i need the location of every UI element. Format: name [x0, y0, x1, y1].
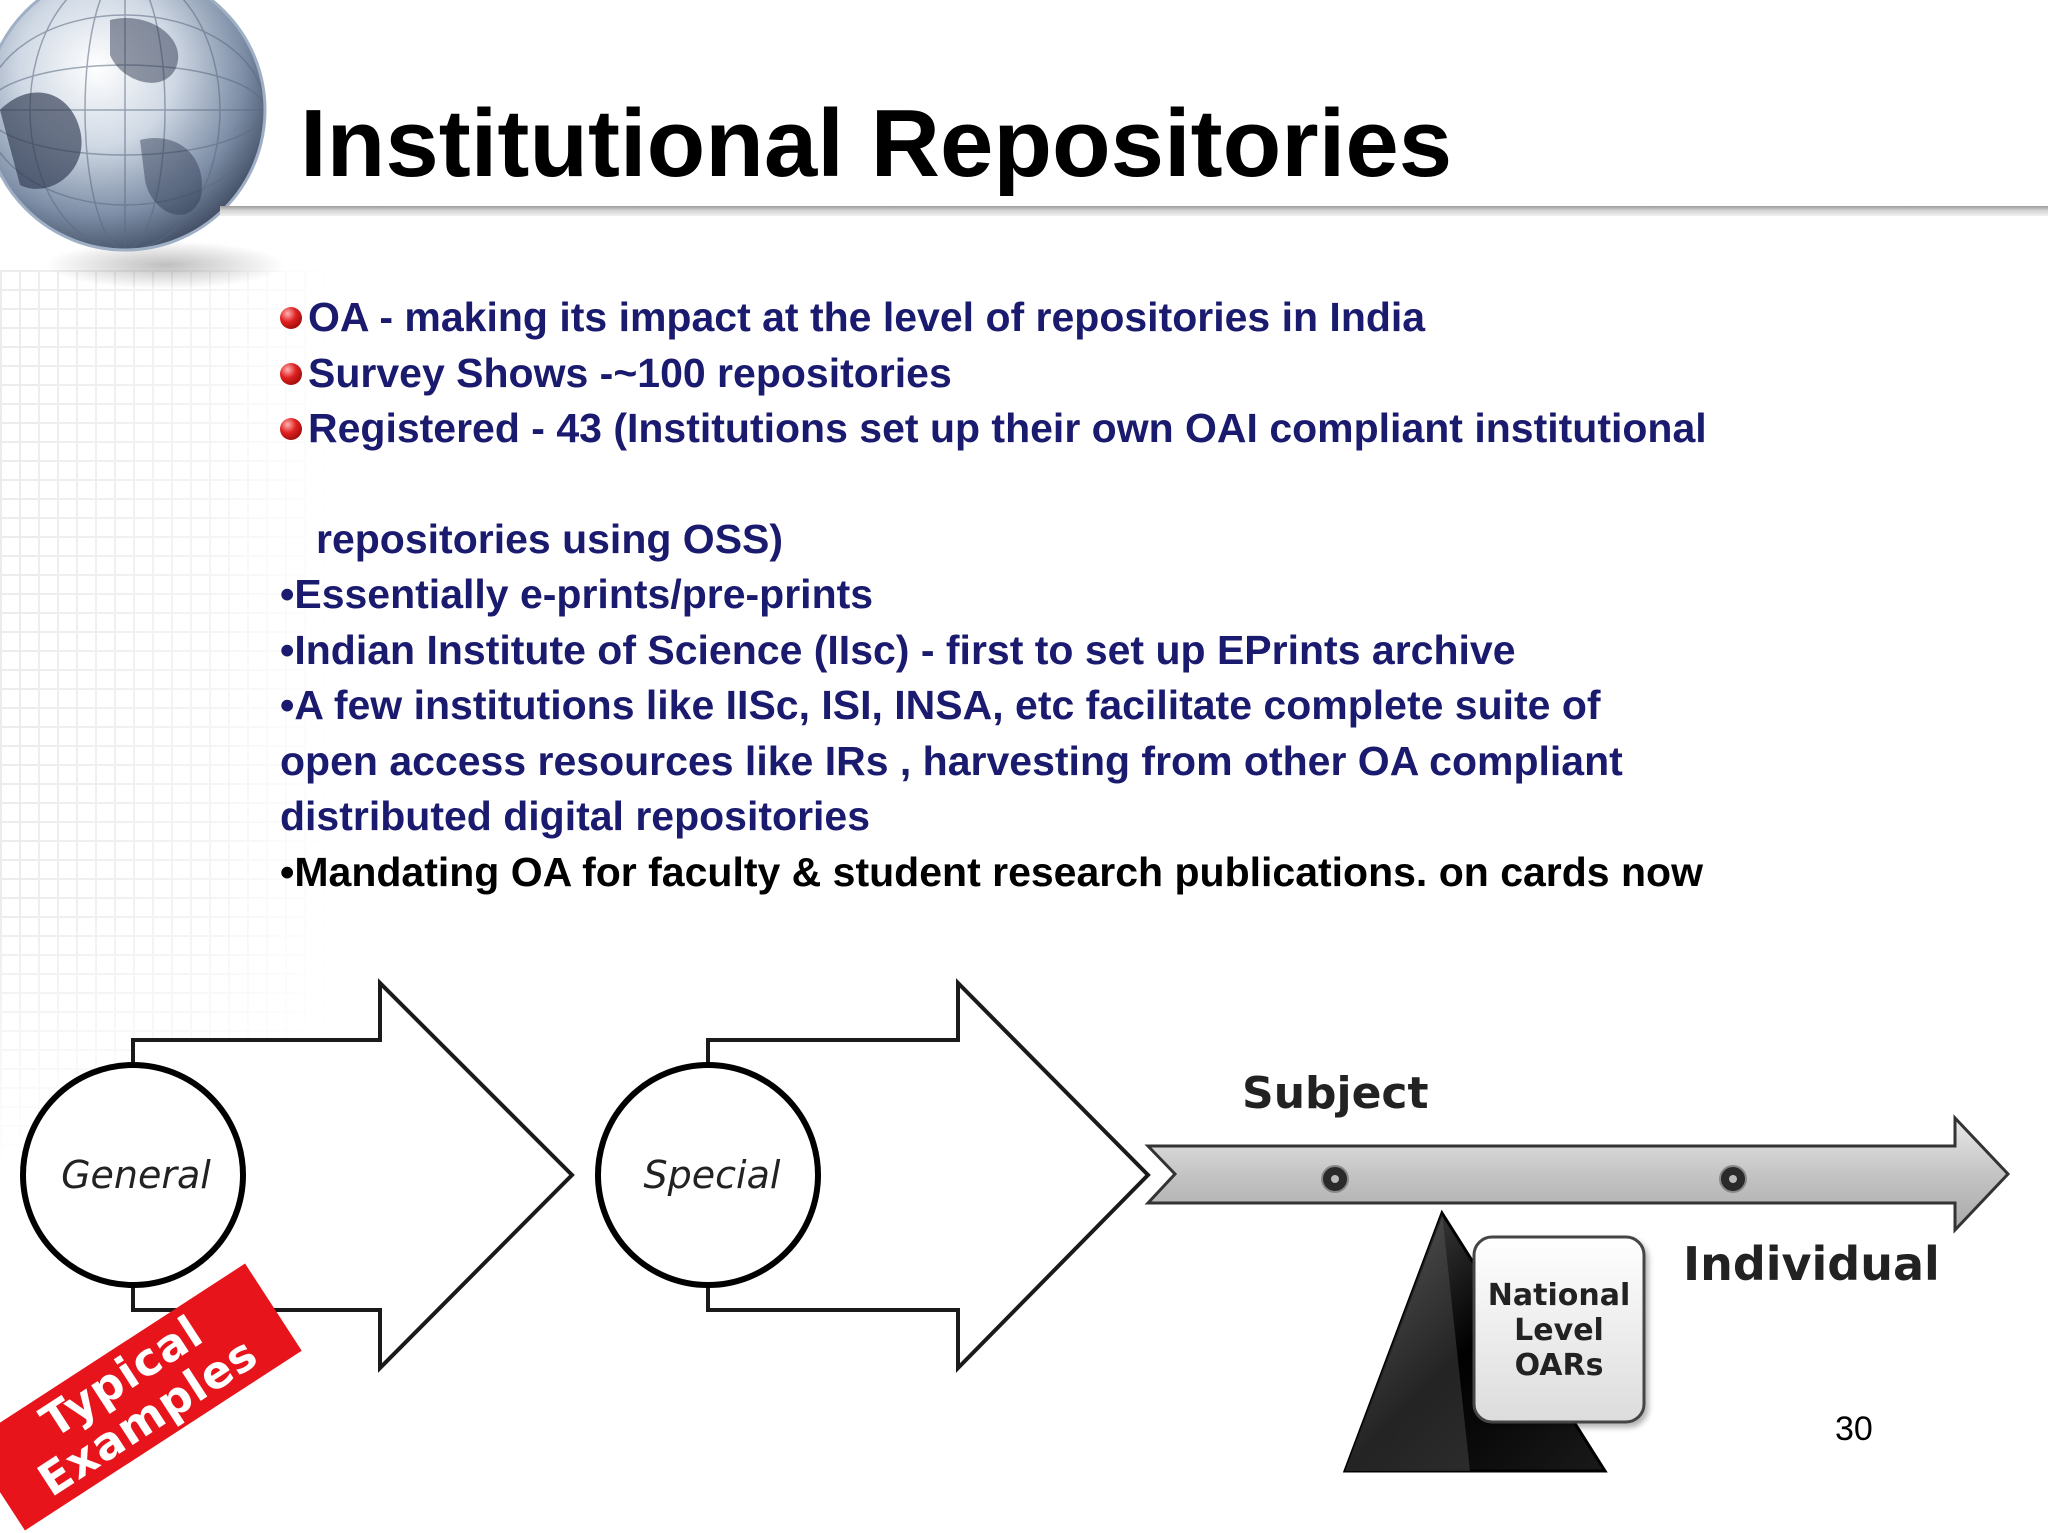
bullet-list: OA - making its impact at the level of r…	[280, 290, 2020, 900]
bullet-continuation: repositories using OSS)	[280, 512, 2020, 568]
repository-diagram: General Special Subject Individual Natio…	[20, 978, 2011, 1473]
bullet-item: •A few institutions like IISc, ISI, INSA…	[280, 678, 2020, 734]
bullet-item: •Indian Institute of Science (IIsc) - fi…	[280, 623, 2020, 679]
bullet-item: •Mandating OA for faculty & student rese…	[280, 845, 2020, 901]
bullet-text: Survey Shows -~100 repositories	[308, 349, 952, 396]
national-oars-label-2: Level	[1514, 1313, 1604, 1348]
subject-label: Subject	[1242, 1068, 1429, 1119]
special-label: Special	[644, 1153, 781, 1197]
bullet-text: Registered - 43 (Institutions set up the…	[308, 405, 1707, 451]
bullet-dot-icon: •	[280, 848, 295, 895]
general-label: General	[61, 1153, 211, 1197]
subject-individual-arrow	[1144, 1114, 2011, 1234]
bullet-dot-icon: •	[280, 626, 295, 673]
bullet-text: Essentially e-prints/pre-prints	[294, 571, 874, 617]
national-oars-box: National Level OARs	[1472, 1235, 1646, 1424]
slide-title: Institutional Repositories	[300, 90, 1453, 197]
bullet-text: Indian Institute of Science (IIsc) - fir…	[294, 626, 1516, 673]
bullet-text: Mandating OA for faculty & student resea…	[294, 848, 1703, 895]
bullet-text: A few institutions like IISc, ISI, INSA,…	[294, 682, 1601, 728]
bullet-dot-icon: •	[280, 682, 295, 728]
page-number: 30	[1835, 1410, 1873, 1448]
red-ball-bullet-icon	[280, 418, 302, 440]
individual-label: Individual	[1683, 1237, 1940, 1291]
grid-fade	[0, 270, 330, 1170]
bullet-text: repositories using OSS)	[316, 515, 784, 562]
general-circle: General	[20, 1062, 246, 1288]
bullet-item: Survey Shows -~100 repositories	[280, 346, 2020, 402]
special-arrow	[706, 978, 1151, 1373]
bullet-dot-icon: •	[280, 571, 295, 617]
bullet-text: OA - making its impact at the level of r…	[308, 294, 1426, 340]
bullet-spacer	[280, 457, 2020, 512]
globe-icon	[0, 0, 285, 289]
bullet-text: open access resources like IRs , harvest…	[280, 737, 1623, 784]
red-ball-bullet-icon	[280, 362, 302, 385]
red-ball-bullet-icon	[280, 307, 302, 329]
bullet-continuation: open access resources like IRs , harvest…	[280, 734, 2020, 790]
bullet-item: Registered - 43 (Institutions set up the…	[280, 401, 2020, 457]
bullet-continuation: distributed digital repositories	[280, 789, 2020, 845]
title-underline	[220, 206, 2048, 216]
special-circle: Special	[595, 1062, 821, 1288]
national-oars-label-3: OARs	[1515, 1348, 1604, 1383]
national-oars-label-1: National	[1488, 1278, 1630, 1313]
bullet-item: OA - making its impact at the level of r…	[280, 290, 2020, 346]
bullet-text: distributed digital repositories	[280, 793, 871, 839]
bullet-item: •Essentially e-prints/pre-prints	[280, 567, 2020, 623]
